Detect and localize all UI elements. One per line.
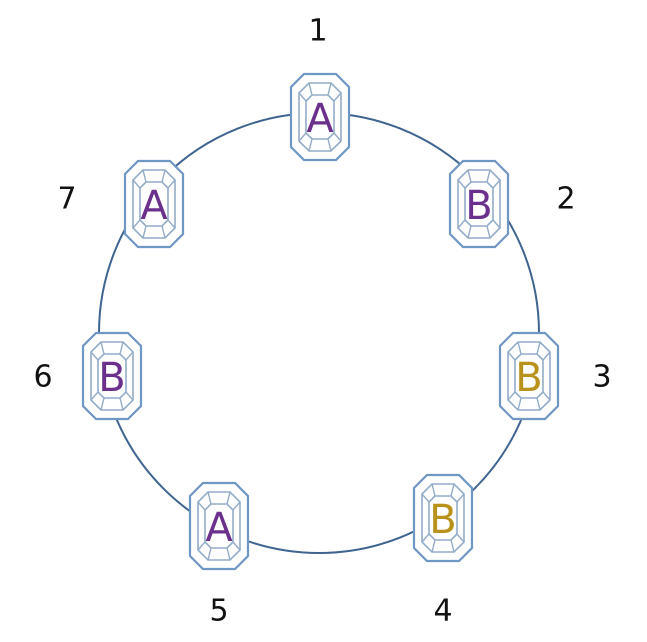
gem-facet-line <box>298 92 307 102</box>
gem-letter: B <box>465 183 492 229</box>
gem-facet-line <box>327 82 332 96</box>
position-labels: 1 2 3 4 5 6 7 <box>33 14 611 629</box>
gem-facet-line <box>226 491 231 505</box>
gem-node-2: B <box>448 159 510 249</box>
gem-facet-line <box>456 533 465 543</box>
gem-outline <box>123 159 185 249</box>
gem-facet-line <box>542 351 551 361</box>
gem-outline <box>412 473 474 563</box>
gem-facet-line <box>207 547 212 561</box>
gem-facet-line <box>333 132 342 142</box>
gem-node-4: B <box>412 473 474 563</box>
gem-facet-line <box>507 391 516 401</box>
gem-facet-line <box>492 179 501 189</box>
gem-facet-line <box>161 225 166 239</box>
gem-letter: A <box>140 183 168 229</box>
position-label-6: 6 <box>33 360 52 395</box>
gem-facet-line <box>456 493 465 503</box>
gem-facet-line <box>226 547 231 561</box>
gem-letter: B <box>98 355 125 401</box>
position-label-1: 1 <box>308 14 327 49</box>
gem-facet-line <box>132 219 141 229</box>
gem-facet-line <box>132 179 141 189</box>
gem-facet-line <box>457 179 466 189</box>
gem-facet-line <box>197 501 206 511</box>
gem-facet-line <box>457 219 466 229</box>
gem-node-6: B <box>81 331 143 421</box>
gem-facet-line <box>142 169 147 183</box>
gem-facet-line <box>125 351 134 361</box>
gem-facet-line <box>421 533 430 543</box>
position-label-2: 2 <box>556 182 575 217</box>
gem-outline <box>498 331 560 421</box>
gem-outline <box>81 331 143 421</box>
gem-facet-line <box>207 491 212 505</box>
gem-facet-line <box>492 219 501 229</box>
gem-facet-line <box>450 483 455 497</box>
gem-letter: A <box>205 505 233 551</box>
gem-facet-line <box>90 391 99 401</box>
gem-facet-line <box>167 219 176 229</box>
gem-facet-line <box>450 539 455 553</box>
gem-node-3: B <box>498 331 560 421</box>
gem-facet-line <box>421 493 430 503</box>
gem-node-5: A <box>188 481 250 571</box>
gem-facet-line <box>298 132 307 142</box>
position-label-4: 4 <box>433 594 452 629</box>
gem-facet-line <box>467 169 472 183</box>
gem-facet-line <box>486 169 491 183</box>
gem-facet-line <box>536 341 541 355</box>
gem-letter: B <box>515 355 542 401</box>
gem-facet-line <box>467 225 472 239</box>
gem-facet-line <box>517 341 522 355</box>
gem-facet-line <box>308 82 313 96</box>
gem-facet-line <box>536 397 541 411</box>
gem-letter: A <box>306 96 334 142</box>
gem-outline <box>448 159 510 249</box>
gem-outline <box>188 481 250 571</box>
gem-facet-line <box>125 391 134 401</box>
gem-facet-line <box>507 351 516 361</box>
gem-facet-line <box>197 541 206 551</box>
gem-node-1: A <box>289 72 351 162</box>
gem-group: A B B B A B A <box>81 72 560 571</box>
gem-outline <box>289 72 351 162</box>
gem-facet-line <box>142 225 147 239</box>
gem-facet-line <box>542 391 551 401</box>
gem-facet-line <box>431 483 436 497</box>
gem-facet-line <box>100 341 105 355</box>
gem-facet-line <box>167 179 176 189</box>
gem-facet-line <box>431 539 436 553</box>
gem-facet-line <box>232 501 241 511</box>
gem-facet-line <box>308 138 313 152</box>
gem-facet-line <box>486 225 491 239</box>
gem-facet-line <box>232 541 241 551</box>
gem-facet-line <box>100 397 105 411</box>
gem-node-7: A <box>123 159 185 249</box>
gem-facet-line <box>119 397 124 411</box>
gem-letter: B <box>429 497 456 543</box>
gem-facet-line <box>90 351 99 361</box>
position-label-7: 7 <box>57 182 76 217</box>
position-label-3: 3 <box>592 360 611 395</box>
gem-facet-line <box>161 169 166 183</box>
gem-facet-line <box>119 341 124 355</box>
gem-facet-line <box>517 397 522 411</box>
position-label-5: 5 <box>209 594 228 629</box>
gem-facet-line <box>327 138 332 152</box>
gem-facet-line <box>333 92 342 102</box>
